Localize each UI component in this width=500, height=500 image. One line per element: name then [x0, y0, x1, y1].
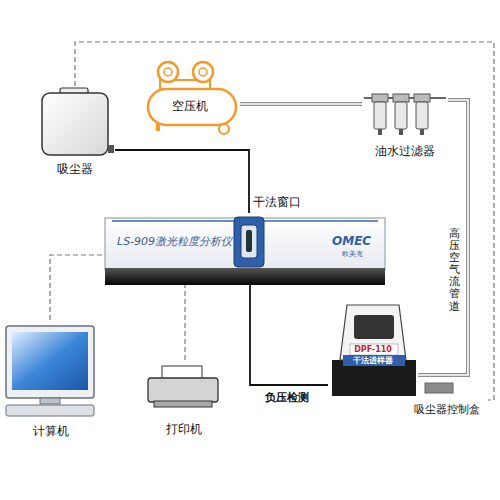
- filter-cap: [372, 94, 388, 102]
- label-holder: 欧美克: [342, 249, 363, 259]
- filter-drain: [378, 129, 382, 135]
- monitor-stand: [40, 398, 60, 404]
- connector-group: [50, 255, 105, 320]
- air-pipe-core: [418, 100, 468, 375]
- filter-bowl: [395, 102, 407, 129]
- connector-group: [240, 104, 362, 105]
- computer-node: 计算机: [2, 320, 100, 444]
- monitor-frame: [6, 326, 94, 398]
- filter-cap: [393, 94, 409, 102]
- compressor-cylinder: [199, 68, 207, 76]
- filter-cap: [414, 94, 430, 102]
- filter-bowl: [416, 102, 428, 129]
- connector-group: [75, 42, 494, 400]
- node-text: DPF-110: [354, 345, 392, 355]
- feeder-head: [340, 305, 406, 360]
- filter-node: 油水过滤器: [362, 88, 448, 158]
- filter-bowl: [374, 102, 386, 129]
- edge-label: 高压空气流管道: [449, 228, 460, 313]
- node-text: 吸尘器控制盒: [414, 403, 480, 416]
- control-box-figure: [425, 383, 453, 393]
- connector-line: [250, 285, 328, 385]
- edge-label-holder: 负压检测: [265, 390, 309, 405]
- keyboard: [6, 405, 94, 416]
- printer-tray: [154, 401, 212, 407]
- feeder-face: [354, 315, 394, 339]
- label-holder: OMEC: [332, 234, 371, 248]
- printer-figure: [148, 366, 218, 407]
- filter-drain: [420, 129, 424, 135]
- compressor-cylinder: [164, 68, 172, 76]
- compressor-wheel: [219, 124, 229, 134]
- dry-window: [234, 217, 264, 267]
- node-text: 打印机: [166, 422, 202, 436]
- connector-line: [115, 150, 249, 213]
- connector-group: [115, 150, 249, 213]
- edge-label: 负压检测: [265, 390, 309, 405]
- vacuum-figure: [42, 88, 114, 155]
- air-pipe: [240, 102, 362, 106]
- connector-group: [418, 100, 468, 375]
- feeder-tag: [350, 344, 398, 355]
- node-text: LS-909激光粒度分析仪: [117, 235, 232, 248]
- filter-drain: [399, 129, 403, 135]
- control-box-node: 吸尘器控制盒: [405, 380, 488, 420]
- logo-text: OMEC: [332, 234, 371, 248]
- analyzer-figure: [105, 217, 385, 285]
- analyzer-base: [105, 268, 385, 285]
- vacuum-body: [42, 93, 108, 155]
- node-text: 计算机: [33, 424, 69, 438]
- node-text: 空压机: [172, 99, 208, 113]
- filter-figure: [364, 94, 446, 135]
- air-pipe: [418, 100, 468, 375]
- feeder-node: DPF-110干法进样器: [328, 300, 418, 398]
- air-pipe-core: [240, 103, 362, 105]
- signal-line: [75, 42, 494, 400]
- node-text: 干法进样器: [353, 356, 393, 366]
- signal-line: [184, 285, 185, 360]
- printer-body: [148, 378, 218, 402]
- feeder-strip: [343, 355, 405, 366]
- connector-group: [250, 285, 328, 385]
- dry-window-slot: [246, 230, 252, 252]
- analyzer-node: LS-909激光粒度分析仪: [105, 213, 385, 285]
- edge-label-holder: 高压空气流管道: [449, 228, 460, 313]
- signal-line: [50, 255, 105, 320]
- node-text: 油水过滤器: [375, 144, 435, 158]
- callout-label: 干法窗口: [253, 194, 301, 211]
- compressor-figure: [148, 62, 236, 134]
- computer-figure: [6, 326, 94, 416]
- analyzer-body: [105, 218, 385, 270]
- compressor-tank: [148, 89, 236, 125]
- node-text: 吸尘器: [57, 162, 93, 176]
- compressor-cylinder: [158, 62, 178, 82]
- connector-group: [185, 285, 186, 360]
- vacuum-node: 吸尘器: [35, 86, 115, 178]
- compressor-cylinder: [193, 62, 213, 82]
- monitor-screen: [12, 332, 88, 390]
- compressor-foot: [156, 124, 160, 131]
- feeder-figure: [332, 305, 416, 396]
- dry-window-glass: [241, 225, 257, 258]
- logo-subtext: 欧美克: [342, 249, 363, 259]
- printer-node: 打印机: [140, 360, 228, 442]
- vacuum-port: [108, 145, 114, 153]
- label-holder: 干法窗口: [253, 194, 301, 211]
- compressor-node: 空压机: [140, 58, 240, 138]
